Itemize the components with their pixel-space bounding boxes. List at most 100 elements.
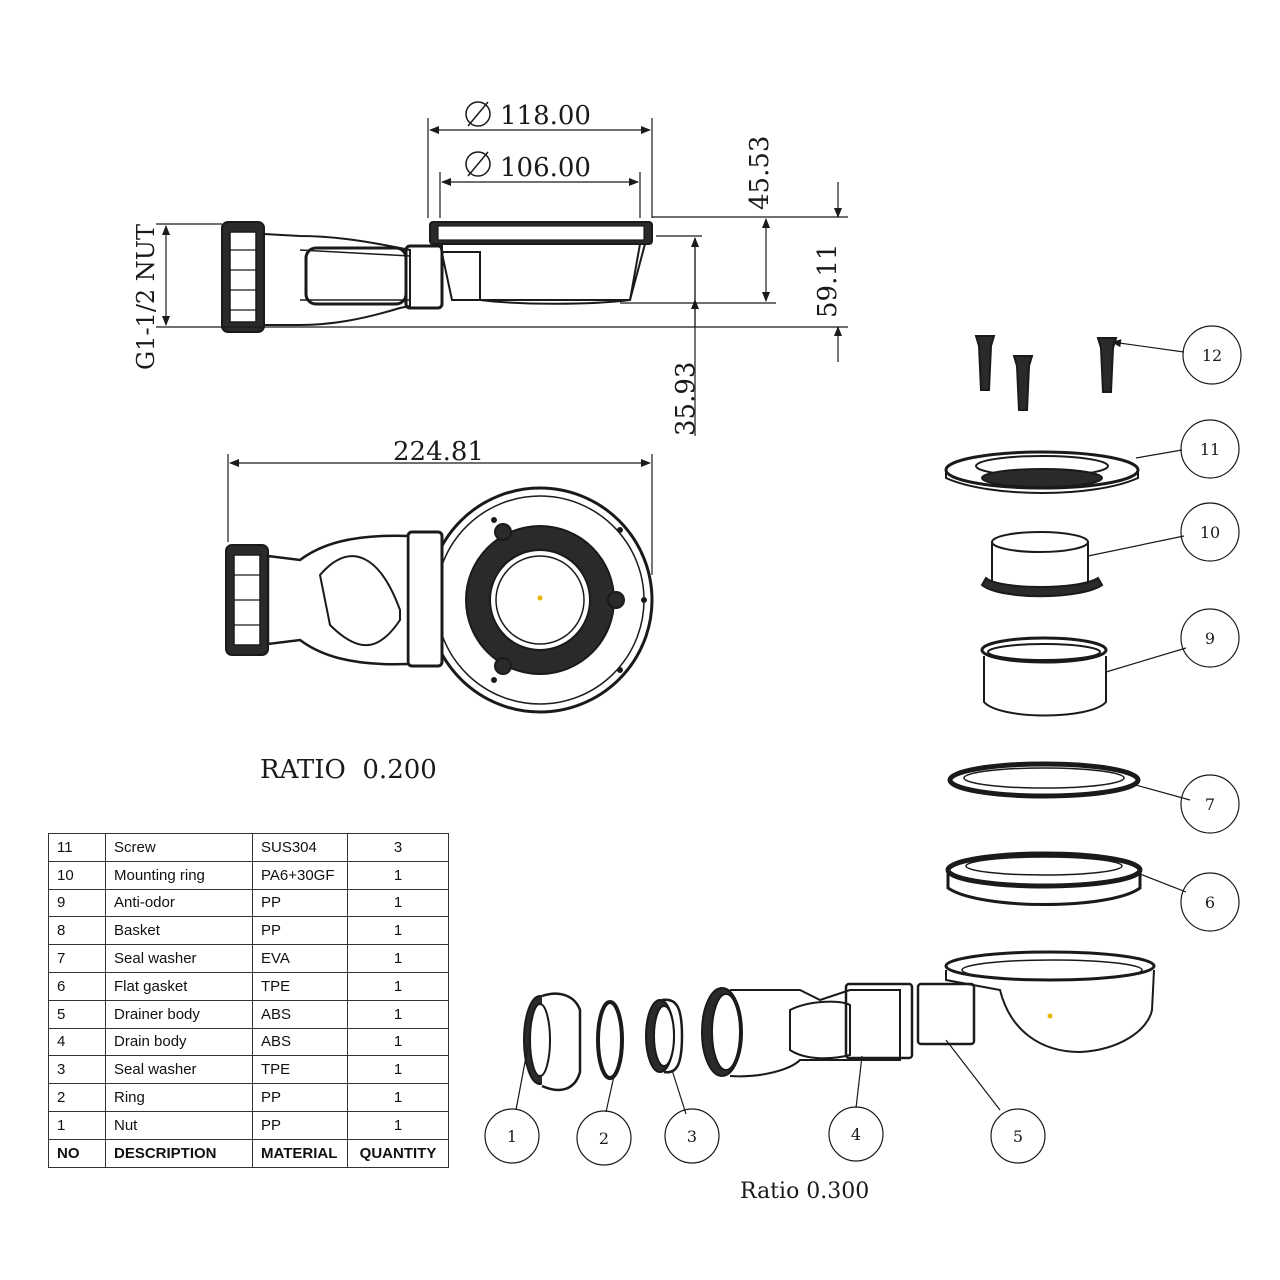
svg-text:10: 10: [1200, 523, 1220, 542]
callout-labels: 12 11 10 9 7 6 1 2 3 4 5: [507, 346, 1222, 1148]
table-cell: Ring: [105, 1083, 253, 1112]
ratio-exploded-view: Ratio 0.300: [740, 1179, 869, 1204]
table-header-cell: DESCRIPTION: [105, 1138, 253, 1168]
part-ring: [596, 1000, 624, 1080]
table-cell: PP: [252, 1083, 348, 1112]
seal-washer-7: [947, 761, 1141, 799]
dimension-labels: 118.00 106.00 45.53 59.11 35.93 G1-1/2 N…: [132, 101, 843, 467]
table-cell: 1: [347, 999, 449, 1029]
table-cell: PP: [252, 1110, 348, 1140]
callout-10: [1180, 502, 1240, 562]
table-cell: 1: [48, 1110, 106, 1140]
table-cell: 1: [347, 888, 449, 918]
svg-text:5: 5: [1013, 1127, 1023, 1146]
callouts: [484, 325, 1242, 1166]
table-cell: 5: [48, 999, 106, 1029]
table-cell: 1: [347, 944, 449, 973]
ratio-top-view: RATIO 0.200: [260, 755, 437, 785]
table-cell: SUS304: [252, 833, 348, 862]
table-header-cell: NO: [48, 1138, 106, 1168]
dim-depth: 35.93: [671, 362, 701, 436]
dimensions-side: [156, 118, 848, 436]
table-cell: 2: [48, 1083, 106, 1112]
table-cell: 10: [48, 860, 106, 890]
svg-text:11: 11: [1200, 440, 1220, 459]
dimensions-top: [227, 454, 653, 575]
exploded-parts-vertical: [944, 335, 1143, 906]
table-cell: PP: [252, 916, 348, 946]
callout-9: [1180, 608, 1240, 668]
diameter-symbol-icon: [465, 151, 491, 177]
callout-2: [576, 1110, 632, 1166]
svg-text:3: 3: [687, 1127, 697, 1146]
part-seal-washer-3: [645, 998, 684, 1074]
table-cell: Screw: [105, 833, 253, 862]
table-cell: PA6+30GF: [252, 860, 348, 890]
table-cell: ABS: [252, 1027, 348, 1057]
table-cell: PP: [252, 888, 348, 918]
flat-gasket: [945, 851, 1143, 906]
table-cell: 1: [347, 860, 449, 890]
side-view: [221, 221, 653, 333]
callout-3: [664, 1108, 720, 1164]
center-point: [537, 595, 543, 601]
table-cell: Mounting ring: [105, 860, 253, 890]
table-cell: 1: [347, 971, 449, 1001]
table-header-cell: QUANTITY: [347, 1138, 449, 1168]
exploded-parts-horizontal: [523, 950, 1156, 1092]
dim-height-b: 59.11: [813, 244, 843, 318]
table-cell: 3: [347, 833, 449, 862]
table-cell: Seal washer: [105, 944, 253, 973]
callout-5: [990, 1108, 1046, 1164]
dim-height-a: 45.53: [745, 136, 775, 210]
table-cell: Flat gasket: [105, 971, 253, 1001]
callout-6: [1180, 872, 1240, 932]
part-drain-body: [701, 982, 914, 1078]
table-cell: 1: [347, 1027, 449, 1057]
table-cell: 8: [48, 916, 106, 946]
callout-1: [484, 1108, 540, 1164]
part-drainer-body: [916, 950, 1156, 1054]
mounting-ring: [944, 450, 1140, 494]
basket: [980, 531, 1104, 598]
table-cell: TPE: [252, 1055, 348, 1085]
table-cell: ABS: [252, 999, 348, 1029]
table-cell: 9: [48, 888, 106, 918]
table-header-cell: MATERIAL: [252, 1138, 348, 1168]
table-cell: 1: [347, 1055, 449, 1085]
table-cell: 7: [48, 944, 106, 973]
part-nut: [523, 992, 582, 1092]
table-cell: 1: [347, 1110, 449, 1140]
svg-text:1: 1: [507, 1127, 517, 1146]
callout-12: [1182, 325, 1242, 385]
callout-11: [1180, 419, 1240, 479]
callout-4: [828, 1106, 884, 1162]
diameter-symbol-icon: [465, 101, 491, 127]
svg-text:7: 7: [1205, 795, 1215, 814]
svg-text:9: 9: [1205, 629, 1215, 648]
table-cell: Nut: [105, 1110, 253, 1140]
table-cell: Anti-odor: [105, 888, 253, 918]
table-cell: Drain body: [105, 1027, 253, 1057]
svg-text:4: 4: [851, 1125, 861, 1144]
callout-7: [1180, 774, 1240, 834]
svg-text:12: 12: [1202, 346, 1222, 365]
top-view: [225, 486, 654, 714]
table-cell: TPE: [252, 971, 348, 1001]
screws: [974, 335, 1118, 411]
table-cell: 1: [347, 1083, 449, 1112]
svg-text:2: 2: [599, 1129, 609, 1148]
